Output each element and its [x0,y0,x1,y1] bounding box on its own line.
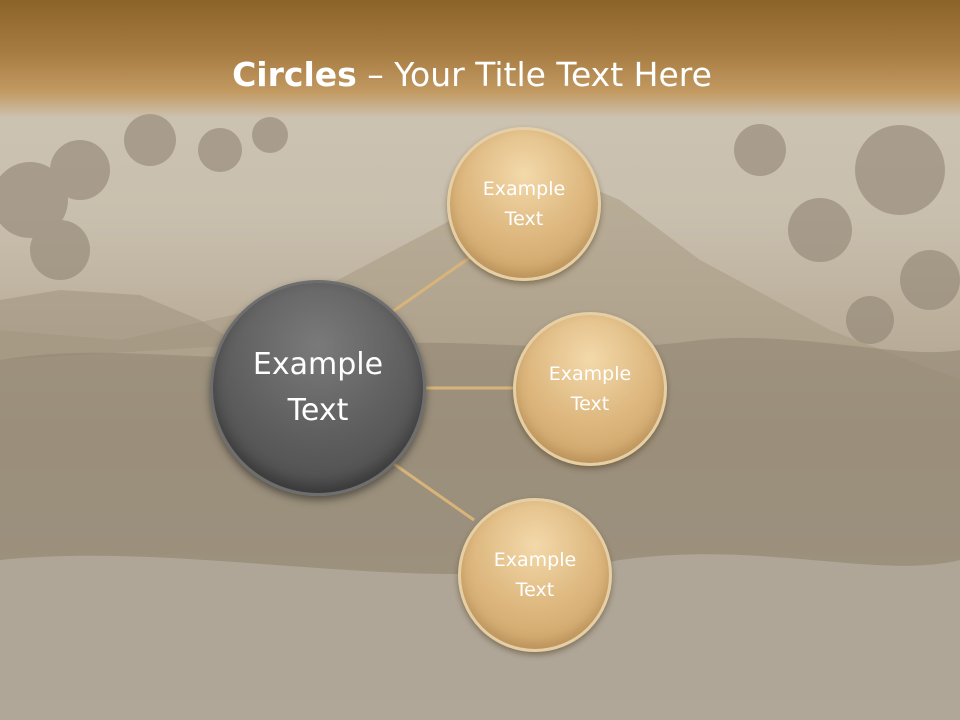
left-hill [0,290,240,360]
node-circle-label: Example Text [493,549,577,601]
connector-top [391,254,473,314]
tree-left [0,114,288,280]
center-circle[interactable]: Example Text [210,280,426,496]
node-circle-label: Example Text [548,363,632,415]
title-bold: Circles [232,55,357,94]
foreground-fog [0,554,960,720]
node-circle-label: Example Text [482,178,566,230]
node-circle-bottom[interactable]: Example Text [458,498,612,652]
node-circle-middle[interactable]: Example Text [513,312,667,466]
title-rest: – Your Title Text Here [356,55,712,94]
node-circle-top[interactable]: Example Text [447,127,601,281]
connector-bottom [393,462,475,522]
title-bar [0,0,960,118]
slide-title[interactable]: Circles – Your Title Text Here [0,55,944,94]
tree-right [734,124,960,344]
center-circle-label: Example Text [252,347,384,428]
